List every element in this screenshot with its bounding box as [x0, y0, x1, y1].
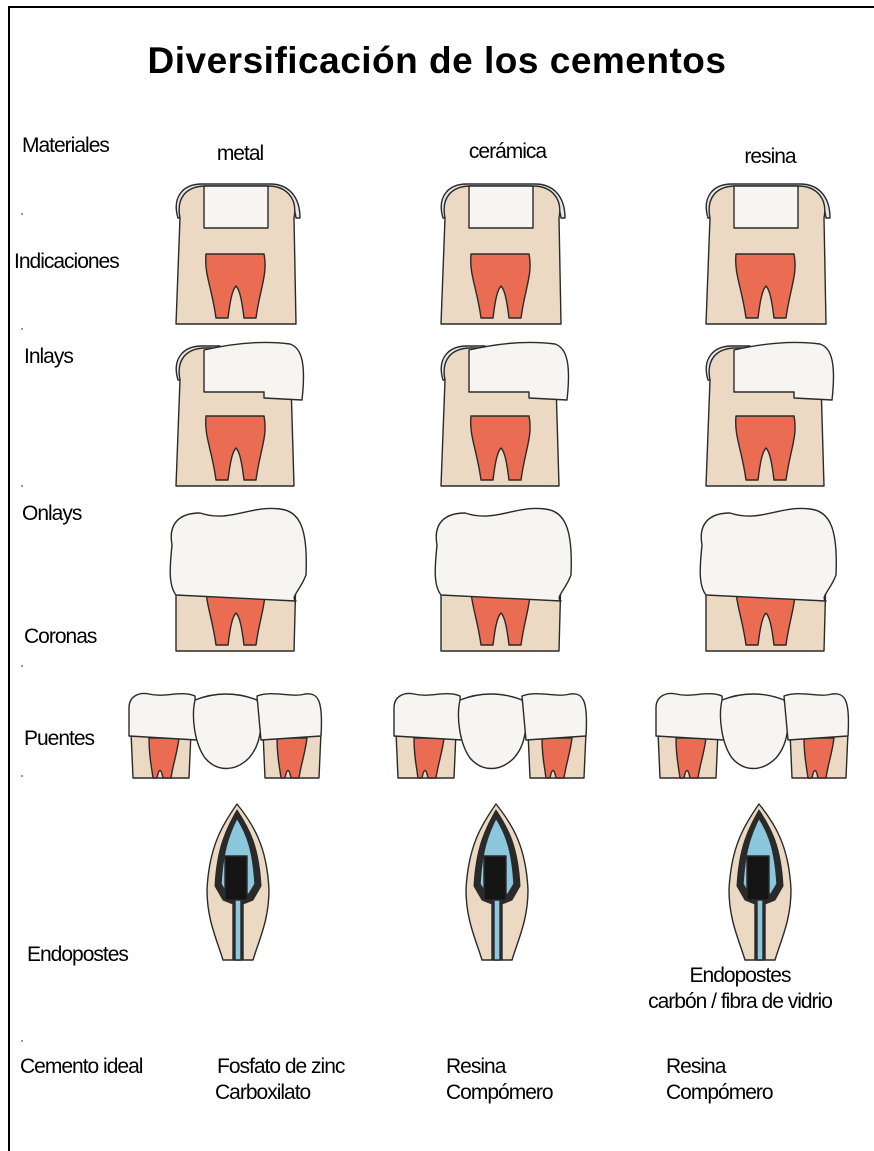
separator-dot [21, 775, 23, 777]
endopost-note-line2: carbón / fibra de vidrio [605, 990, 874, 1014]
label-puentes: Puentes [24, 727, 94, 751]
onlay-ceramica-illustration [425, 340, 575, 490]
page-title: Diversificación de los cementos [0, 40, 874, 82]
label-inlays: Inlays [24, 345, 73, 369]
endoposte-metal-illustration [193, 800, 283, 962]
endopost-note-line1: Endopostes [605, 964, 874, 988]
onlay-metal-illustration [160, 340, 310, 490]
corona-resina-illustration [690, 505, 840, 655]
separator-dot [21, 485, 23, 487]
cement-col3-line2: Compómero [666, 1081, 773, 1105]
label-indicaciones: Indicaciones [14, 250, 119, 274]
label-coronas: Coronas [24, 625, 96, 649]
cement-col1-line2: Carboxilato [215, 1081, 310, 1105]
endoposte-resina-illustration [715, 800, 805, 962]
endoposte-ceramica-illustration [452, 800, 542, 962]
material-resina: resina [710, 145, 830, 169]
corona-metal-illustration [160, 505, 310, 655]
separator-dot [21, 665, 23, 667]
label-onlays: Onlays [22, 502, 81, 526]
cement-col2-line1: Resina [446, 1055, 505, 1079]
frame-left-border [8, 6, 10, 1151]
material-ceramica: cerámica [445, 140, 570, 164]
puente-metal-illustration [125, 688, 325, 780]
separator-dot [21, 328, 23, 330]
material-metal: metal [180, 142, 300, 166]
cement-col1-line1: Fosfato de zinc [217, 1055, 344, 1079]
inlay-ceramica-illustration [425, 178, 575, 328]
label-materiales: Materiales [22, 134, 109, 158]
corona-ceramica-illustration [425, 505, 575, 655]
puente-resina-illustration [652, 688, 852, 780]
onlay-resina-illustration [690, 340, 840, 490]
label-cemento-ideal: Cemento ideal [20, 1055, 142, 1079]
inlay-resina-illustration [690, 178, 840, 328]
inlay-metal-illustration [160, 178, 310, 328]
cement-col3-line1: Resina [666, 1055, 725, 1079]
label-endopostes: Endopostes [27, 943, 128, 967]
frame-top-border [8, 6, 874, 8]
puente-ceramica-illustration [390, 688, 590, 780]
separator-dot [21, 1040, 23, 1042]
separator-dot [21, 213, 23, 215]
cement-col2-line2: Compómero [446, 1081, 553, 1105]
